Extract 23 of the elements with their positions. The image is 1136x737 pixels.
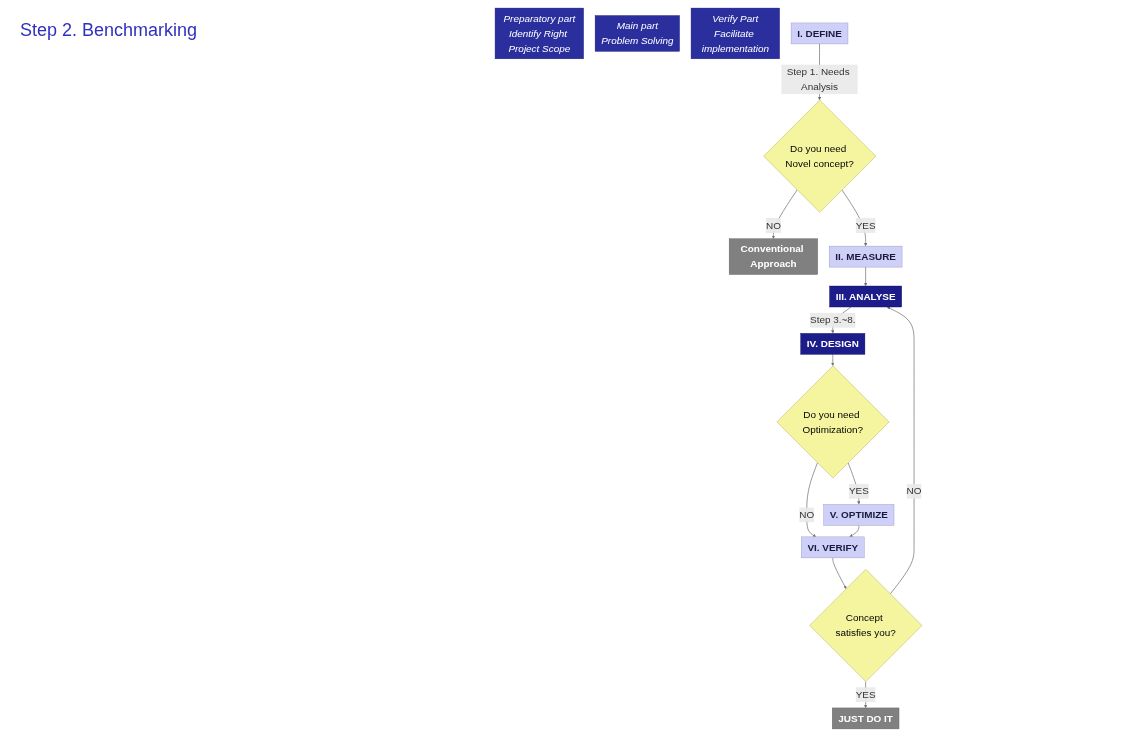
edge-label: YES: [848, 485, 869, 497]
node-box: I. DEFINE: [790, 22, 848, 45]
edge-label: NO: [765, 219, 781, 232]
edge-label: Step 1. Needs Analysis: [786, 66, 850, 93]
node-box: VI. VERIFY: [800, 536, 864, 559]
node-box: V. OPTIMIZE: [823, 504, 894, 526]
node-box: IV. DESIGN: [799, 333, 865, 355]
node-box: Verify Part Facilitate implementation: [690, 7, 780, 60]
step-note: Step 2. Benchmarking: [20, 20, 198, 41]
node-box: Preparatory part Identify Right Project Scope: [494, 7, 584, 60]
node-diamond: Do you need Novel concept?: [762, 99, 876, 213]
node-diamond: Do you need Optimization?: [776, 365, 889, 479]
edge-label: YES: [855, 688, 876, 701]
node-box: Conventional Approach: [728, 238, 818, 275]
node-box: JUST DO IT: [831, 707, 899, 730]
edge-label: Step 3.~8.: [809, 314, 856, 326]
node-box: Main part Problem Solving: [594, 15, 680, 52]
edge-label: NO: [906, 485, 921, 497]
node-diamond: Concept satisfies you?: [809, 569, 922, 682]
node-box: III. ANALYSE: [828, 285, 902, 308]
edge-label: NO: [798, 509, 814, 521]
edge-label: YES: [855, 219, 876, 232]
node-box: II. MEASURE: [828, 245, 902, 268]
